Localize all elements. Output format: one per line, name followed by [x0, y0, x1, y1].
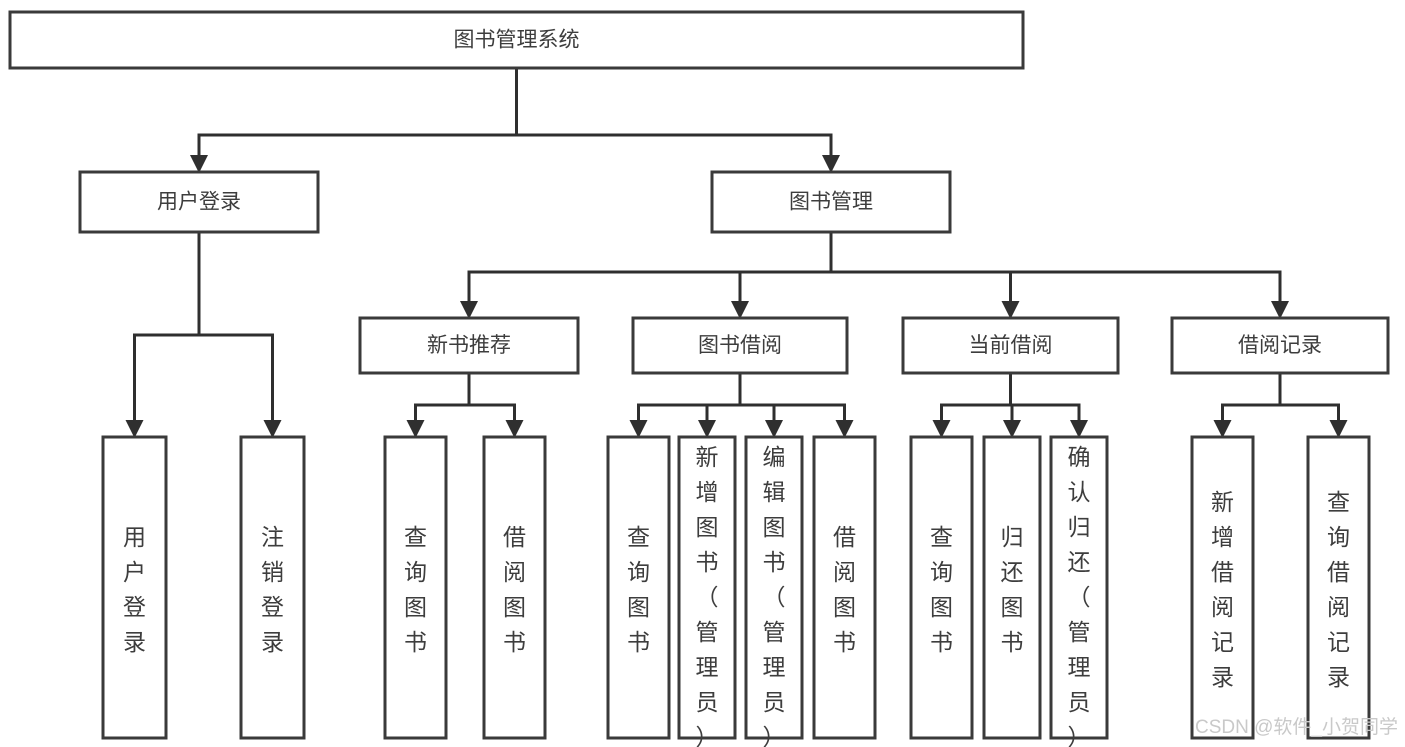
arrow-head-icon — [1070, 420, 1088, 438]
arrow-head-icon — [765, 420, 783, 438]
arrow-head-icon — [460, 301, 478, 319]
node-label: 查询图书 — [404, 524, 427, 655]
arrow-head-icon — [1001, 301, 1020, 319]
node-new-book-recommend[interactable]: 新书推荐 — [358, 316, 580, 375]
node-label: 借阅记录 — [1238, 334, 1322, 357]
node-label: 图书管理 — [789, 191, 873, 214]
edge-group-book-manage — [460, 230, 1289, 319]
node-borrow-record[interactable]: 借阅记录 — [1170, 316, 1390, 375]
node-label: 确认归还（管理员） — [1068, 444, 1091, 747]
node-box — [606, 435, 671, 740]
arrow-head-icon — [629, 420, 648, 438]
arrow-head-icon — [822, 155, 840, 173]
node-box — [1190, 435, 1255, 740]
node-leaf-query-record[interactable]: 查询借阅记录 — [1306, 435, 1371, 740]
node-box — [358, 316, 580, 375]
node-box — [8, 10, 1025, 70]
node-box — [677, 435, 737, 740]
node-box — [1049, 435, 1109, 740]
node-box — [744, 435, 804, 740]
node-box — [982, 435, 1042, 740]
node-box — [101, 435, 168, 740]
node-layer: 图书管理系统用户登录图书管理新书推荐图书借阅当前借阅借阅记录用户登录注销登录查询… — [8, 10, 1390, 747]
node-leaf-confirm-return[interactable]: 确认归还（管理员） — [1049, 435, 1109, 747]
node-book-manage[interactable]: 图书管理 — [710, 170, 952, 234]
edge-group-new-book-recommend — [406, 371, 524, 438]
node-leaf-edit-book[interactable]: 编辑图书（管理员） — [744, 435, 804, 747]
node-leaf-query-book-3[interactable]: 查询图书 — [909, 435, 974, 740]
node-box — [909, 435, 974, 740]
arrow-head-icon — [932, 420, 951, 438]
node-leaf-user-logout[interactable]: 注销登录 — [239, 435, 306, 740]
arrow-head-icon — [835, 420, 854, 438]
node-label: 查询图书 — [930, 524, 953, 655]
node-leaf-add-record[interactable]: 新增借阅记录 — [1190, 435, 1255, 740]
arrow-head-icon — [1329, 420, 1348, 438]
node-label: 查询借阅记录 — [1327, 489, 1350, 690]
node-box — [901, 316, 1120, 375]
node-root[interactable]: 图书管理系统 — [8, 10, 1025, 70]
arrow-head-icon — [1213, 420, 1232, 438]
node-box — [812, 435, 877, 740]
node-book-borrow[interactable]: 图书借阅 — [631, 316, 849, 375]
arrow-head-icon — [698, 420, 716, 438]
edge-group-borrow-record — [1213, 371, 1348, 438]
arrow-head-icon — [505, 420, 524, 438]
node-label: 编辑图书（管理员） — [763, 444, 786, 747]
node-label: 新增借阅记录 — [1211, 489, 1234, 690]
node-box — [1170, 316, 1390, 375]
arrow-head-icon — [125, 420, 144, 438]
edge-group-user-login — [125, 230, 282, 438]
arrow-head-icon — [190, 155, 208, 173]
node-leaf-add-book[interactable]: 新增图书（管理员） — [677, 435, 737, 747]
arrow-head-icon — [1003, 420, 1021, 438]
node-box — [383, 435, 448, 740]
node-box — [482, 435, 547, 740]
connector-layer — [125, 66, 1348, 438]
node-label: 新书推荐 — [427, 334, 511, 357]
node-label: 查询图书 — [627, 524, 650, 655]
node-leaf-return-book[interactable]: 归还图书 — [982, 435, 1042, 740]
arrow-head-icon — [731, 301, 749, 319]
edge-group-current-borrow — [932, 371, 1088, 438]
node-leaf-borrow-book-1[interactable]: 借阅图书 — [482, 435, 547, 740]
node-box — [78, 170, 320, 234]
arrow-head-icon — [263, 420, 282, 438]
node-box — [239, 435, 306, 740]
node-label: 新增图书（管理员） — [696, 444, 719, 747]
node-leaf-query-book-2[interactable]: 查询图书 — [606, 435, 671, 740]
node-label: 用户登录 — [157, 191, 241, 214]
node-box — [710, 170, 952, 234]
csdn-watermark: CSDN @软件_小贺同学 — [1195, 716, 1398, 738]
edge-group-root — [190, 66, 840, 173]
node-label: 注销登录 — [261, 524, 284, 655]
node-leaf-borrow-book-2[interactable]: 借阅图书 — [812, 435, 877, 740]
node-label: 图书管理系统 — [454, 29, 580, 52]
edge-group-book-borrow — [629, 371, 854, 438]
node-label: 借阅图书 — [503, 524, 526, 655]
node-leaf-query-book-1[interactable]: 查询图书 — [383, 435, 448, 740]
node-box — [631, 316, 849, 375]
node-leaf-user-login[interactable]: 用户登录 — [101, 435, 168, 740]
node-label: 当前借阅 — [969, 334, 1053, 357]
node-current-borrow[interactable]: 当前借阅 — [901, 316, 1120, 375]
node-user-login[interactable]: 用户登录 — [78, 170, 320, 234]
node-label: 借阅图书 — [833, 524, 856, 655]
node-label: 用户登录 — [123, 524, 146, 655]
node-label: 归还图书 — [1001, 524, 1024, 655]
node-box — [1306, 435, 1371, 740]
arrow-head-icon — [1271, 301, 1289, 319]
arrow-head-icon — [406, 420, 425, 438]
node-label: 图书借阅 — [698, 334, 782, 357]
